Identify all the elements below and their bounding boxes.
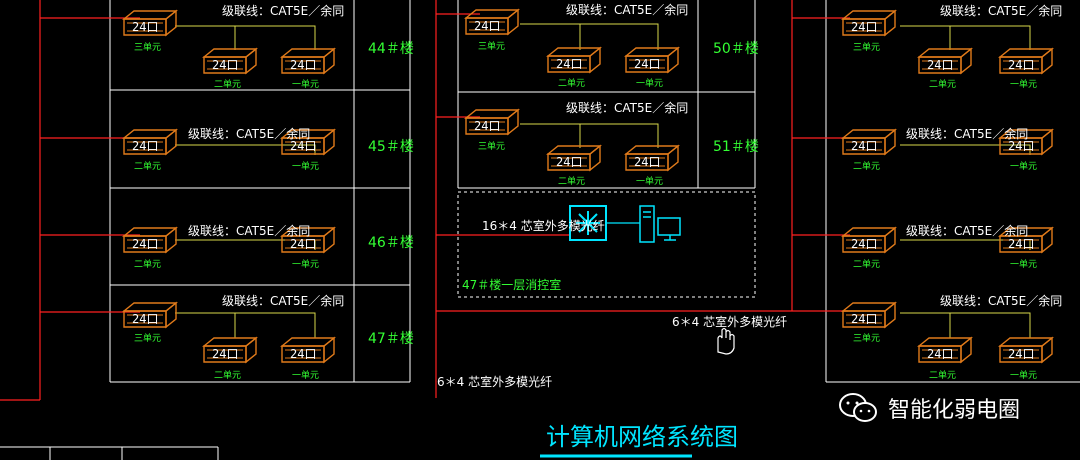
switch-label: 24口 xyxy=(1008,237,1034,251)
switch-label: 24口 xyxy=(851,139,877,153)
brand-name: 智能化弱电圈 xyxy=(888,398,1021,423)
switch-label: 24口 xyxy=(851,237,877,251)
switch-label: 24口 xyxy=(132,139,158,153)
cascade-cable-label: 级联线：CAT5E／余同 xyxy=(566,2,688,17)
unit-label: 三单元 xyxy=(853,332,880,344)
unit-label: 二单元 xyxy=(214,78,241,90)
unit-label: 三单元 xyxy=(134,332,161,344)
switch-label: 24口 xyxy=(132,20,158,34)
building-labels: 44＃楼 45＃楼 46＃楼 47＃楼 50＃楼 51＃楼 xyxy=(368,41,759,347)
building-label-44: 44＃楼 xyxy=(368,41,414,57)
switch-label: 24口 xyxy=(851,20,877,34)
building-label-51: 51＃楼 xyxy=(713,139,759,155)
unit-label: 三单元 xyxy=(478,140,505,152)
switch-label: 24口 xyxy=(132,312,158,326)
control-room-box xyxy=(457,191,756,298)
switch-label: 24口 xyxy=(927,347,953,361)
wechat-logo-icon xyxy=(839,393,877,422)
unit-label: 一单元 xyxy=(292,160,319,172)
switch-label: 24口 xyxy=(556,57,582,71)
unit-label: 二单元 xyxy=(214,369,241,381)
unit-label: 一单元 xyxy=(292,78,319,90)
fiber-6x4-label-left: 6＊4 芯室外多模光纤 xyxy=(437,374,552,389)
fiber-lines xyxy=(0,0,850,401)
diagram-title: 计算机网络系统图 xyxy=(546,423,738,451)
hand-cursor-icon xyxy=(717,327,735,355)
switch-label: 24口 xyxy=(290,139,316,153)
unit-label: 一单元 xyxy=(636,175,663,187)
switch-label: 24口 xyxy=(634,57,660,71)
fiber-6x4-label-right: 6＊4 芯室外多模光纤 xyxy=(672,314,787,329)
switch-label: 24口 xyxy=(290,237,316,251)
unit-label: 二单元 xyxy=(134,258,161,270)
switch-label: 24口 xyxy=(1008,58,1034,72)
unit-label: 二单元 xyxy=(558,77,585,89)
unit-label: 二单元 xyxy=(853,160,880,172)
switch-label: 24口 xyxy=(634,155,660,169)
building-label-46: 46＃楼 xyxy=(368,235,414,251)
switch-label: 24口 xyxy=(1008,347,1034,361)
unit-label: 三单元 xyxy=(853,41,880,53)
switch-port-labels: 24口 24口 24口 24口 24口 24口 24口 24口 24口 24口 … xyxy=(132,19,1034,361)
switch-label: 24口 xyxy=(474,119,500,133)
unit-label: 一单元 xyxy=(292,258,319,270)
cascade-cable-label: 级联线：CAT5E／余同 xyxy=(906,223,1028,238)
cascade-cable-label: 级联线：CAT5E／余同 xyxy=(188,223,310,238)
switch-label: 24口 xyxy=(290,347,316,361)
switch-label: 24口 xyxy=(556,155,582,169)
switch-label: 24口 xyxy=(212,58,238,72)
brand-watermark: 智能化弱电圈 xyxy=(838,392,1020,424)
switch-label: 24口 xyxy=(212,347,238,361)
switches xyxy=(123,9,1053,363)
cascade-cable-label: 级联线：CAT5E／余同 xyxy=(940,293,1062,308)
unit-label: 三单元 xyxy=(134,41,161,53)
server-computer-icon xyxy=(639,205,681,243)
cascade-cable-label: 级联线：CAT5E／余同 xyxy=(222,3,344,18)
fiber-16x4-label: 16＊4 芯室外多模光纤 xyxy=(482,218,605,233)
unit-label: 二单元 xyxy=(558,175,585,187)
building-label-45: 45＃楼 xyxy=(368,139,414,155)
cascade-cable-label: 级联线：CAT5E／余同 xyxy=(940,3,1062,18)
control-room-label: 47＃楼一层消控室 xyxy=(462,277,561,292)
cascade-cables xyxy=(175,23,1031,338)
unit-label: 二单元 xyxy=(134,160,161,172)
cascade-cable-label: 级联线：CAT5E／余同 xyxy=(188,126,310,141)
unit-label: 一单元 xyxy=(1010,258,1037,270)
unit-label: 二单元 xyxy=(929,78,956,90)
switch-label: 24口 xyxy=(290,58,316,72)
switch-label: 24口 xyxy=(927,58,953,72)
unit-label: 二单元 xyxy=(929,369,956,381)
building-label-47: 47＃楼 xyxy=(368,331,414,347)
switch-label: 24口 xyxy=(851,312,877,326)
switch-label: 24口 xyxy=(1008,139,1034,153)
cable-labels: 级联线：CAT5E／余同 级联线：CAT5E／余同 级联线：CAT5E／余同 级… xyxy=(188,2,1062,308)
cascade-cable-label: 级联线：CAT5E／余同 xyxy=(906,126,1028,141)
unit-label: 一单元 xyxy=(636,77,663,89)
unit-label: 二单元 xyxy=(853,258,880,270)
unit-label: 一单元 xyxy=(1010,78,1037,90)
unit-label: 三单元 xyxy=(478,40,505,52)
unit-label: 一单元 xyxy=(1010,160,1037,172)
unit-label: 一单元 xyxy=(1010,369,1037,381)
unit-labels: 三单元 二单元 一单元 二单元 一单元 二单元 一单元 三单元 二单元 一单元 … xyxy=(134,40,1037,381)
switch-label: 24口 xyxy=(474,19,500,33)
cascade-cable-label: 级联线：CAT5E／余同 xyxy=(566,100,688,115)
unit-label: 一单元 xyxy=(292,369,319,381)
building-label-50: 50＃楼 xyxy=(713,41,759,57)
cascade-cable-label: 级联线：CAT5E／余同 xyxy=(222,293,344,308)
switch-label: 24口 xyxy=(132,237,158,251)
